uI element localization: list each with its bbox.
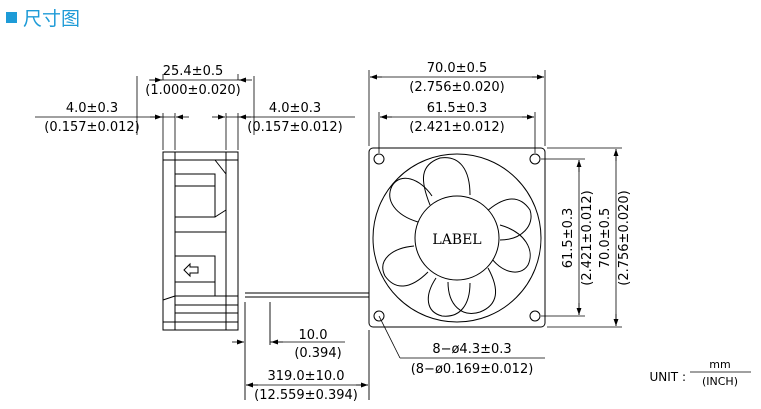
lead-length-dimension-inch: (12.559±0.394): [254, 388, 358, 403]
strip-length-dimension-inch: (0.394): [294, 346, 341, 361]
front-view: [368, 147, 546, 328]
left-flange-dimension-inch: (0.157±0.012): [44, 120, 139, 135]
right-flange-dimension-inch: (0.157±0.012): [247, 120, 342, 135]
mounting-holes-callout: 8−ø4.3±0.3: [432, 342, 511, 357]
fan-label: LABEL: [432, 232, 481, 248]
overall-height-dimension-inch: (2.756±0.020): [617, 190, 632, 285]
overall-height-dimension: 70.0±0.5: [598, 208, 613, 269]
hole-pitch-vertical-dimension: 61.5±0.3: [561, 208, 576, 269]
square-bullet-icon: [6, 11, 17, 23]
unit-numerator: mm: [709, 358, 730, 371]
left-flange-dimension: 4.0±0.3: [66, 101, 118, 116]
unit-legend: UNIT : mm (INCH): [650, 358, 751, 388]
hole-pitch-dimension-inch: (2.421±0.012): [409, 120, 504, 135]
side-view-dimensions: [35, 74, 355, 150]
overall-width-dimension: 70.0±0.5: [427, 61, 488, 76]
section-title: 尺寸图: [23, 7, 81, 30]
side-depth-dimension: 25.4±0.5: [163, 64, 224, 79]
unit-denominator: (INCH): [702, 375, 738, 388]
side-depth-dimension-inch: (1.000±0.020): [145, 83, 240, 98]
section-header: 尺寸图: [6, 4, 80, 30]
hole-pitch-dimension: 61.5±0.3: [427, 101, 488, 116]
strip-length-dimension: 10.0: [299, 328, 328, 343]
right-flange-dimension: 4.0±0.3: [269, 101, 321, 116]
side-view: [162, 151, 239, 331]
front-view-dimensions: [368, 70, 622, 359]
hole-pitch-vertical-dimension-inch: (2.421±0.012): [580, 190, 595, 285]
lead-length-dimension: 319.0±10.0: [267, 369, 344, 384]
overall-width-dimension-inch: (2.756±0.020): [409, 80, 504, 95]
lead-dimensions: [232, 339, 368, 388]
mounting-holes-callout-inch: (8−ø0.169±0.012): [411, 362, 534, 377]
unit-prefix: UNIT :: [650, 370, 687, 384]
